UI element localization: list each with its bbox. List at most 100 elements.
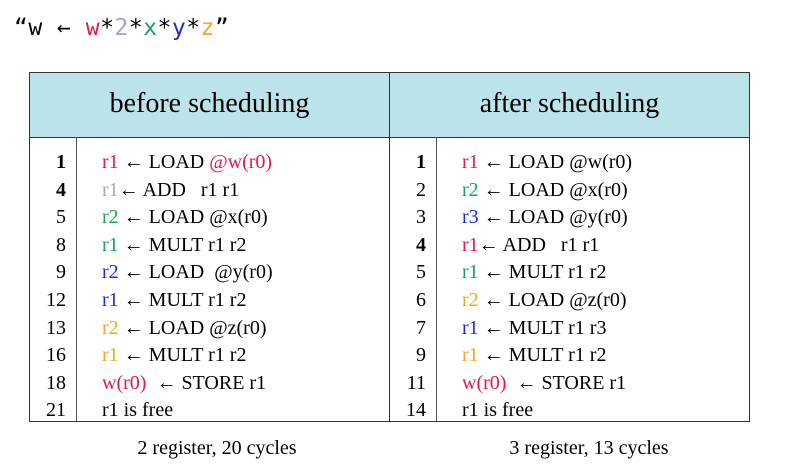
instruction-part: ← MULT r1 r2 [478,344,607,367]
expression-part: z [200,15,215,41]
instruction: r1 ← MULT r1 r3 [462,315,606,343]
expression-part: w [85,15,101,41]
instruction-part: ← LOAD @x(r0) [478,178,628,201]
instruction: r1← ADD r1 r1 [462,232,599,260]
expression-part: * [186,15,201,41]
instruction: r1 ← LOAD @w(r0) [102,149,272,177]
cycle-number: 12 [46,289,66,311]
instruction-part: r1 [462,151,479,173]
expression-part: * [157,15,172,41]
instruction: r1 ← MULT r1 r2 [102,232,246,260]
instruction-part: r2 [102,261,119,284]
instruction-part: ← STORE r1 [506,371,627,394]
expression-part: * [128,15,144,41]
table-row: 5 r1 ← MULT r1 r2 [390,259,748,287]
table-row: 16 r1 ← MULT r1 r2 [30,342,388,370]
cycle-number: 3 [416,206,426,229]
cycle-number: 1 [56,151,66,173]
instruction-part: r1 [462,344,479,367]
cycle-number: 4 [56,178,66,201]
cycle-number: 9 [416,344,426,367]
instruction: r1 ← MULT r1 r2 [102,342,246,370]
instruction: r1← ADD r1 r1 [102,177,239,205]
cycle-number: 14 [406,399,426,422]
column-divider [389,73,390,421]
instruction: w(r0) ← STORE r1 [462,370,626,398]
instruction-part: ← LOAD @w(r0) [478,151,633,173]
instruction-part: r1 [102,151,119,173]
instruction: r1 ← MULT r1 r2 [462,259,606,287]
header-after: after scheduling [479,88,660,119]
expression-part: ” [214,15,230,41]
instruction: r1 is free [102,397,173,425]
table-row: 14 r1 is free [390,397,748,425]
instruction-part: ← STORE r1 [146,371,267,394]
instruction-part: r1 [462,316,479,339]
cycle-number: 7 [416,316,426,339]
instruction-part: r1 is free [102,399,174,422]
instruction-part: ← LOAD [118,151,210,173]
instruction-part: w(r0) [462,371,507,394]
instruction-part: ← LOAD @y(r0) [478,206,628,229]
table-row: 3 r3 ← LOAD @y(r0) [390,204,748,232]
cycle-number: 21 [46,399,66,422]
instruction-part: ← LOAD @y(r0) [118,261,273,284]
instruction-part: r2 [102,316,119,339]
table-row: 1 r1 ← LOAD @w(r0) [30,149,388,177]
cycle-number: 11 [406,371,426,394]
instruction-part: r1 [102,233,119,256]
instruction-part: r2 [462,178,479,201]
table-row: 13 r2 ← LOAD @z(r0) [30,315,388,343]
instruction-part: @w(r0) [209,151,273,173]
footer-before: 2 register, 20 cycles [137,437,297,459]
table-row: 2 r2 ← LOAD @x(r0) [390,177,748,205]
instruction-part: r2 [102,206,119,229]
table-row: 9 r1 ← MULT r1 r2 [390,342,748,370]
instruction-part: ← ADD r1 r1 [478,233,600,256]
instruction: w(r0) ← STORE r1 [102,370,266,398]
instruction: r1 ← MULT r1 r2 [462,342,606,370]
table-row: 1 r1 ← LOAD @w(r0) [390,149,748,177]
table-row: 6 r2 ← LOAD @z(r0) [390,287,748,315]
instruction-part: r1 is free [462,399,534,422]
instruction-part: ← MULT r1 r3 [478,316,607,339]
instruction: r2 ← LOAD @z(r0) [462,287,627,315]
cycle-number: 9 [56,261,66,284]
expression-title: “w ← w*2*x*y*z” [14,15,229,41]
expression-part: 2 [114,15,129,41]
instruction: r3 ← LOAD @y(r0) [462,204,628,232]
cycle-number: 13 [46,316,66,339]
instruction: r1 is free [462,397,533,425]
instruction-part: ← LOAD @z(r0) [118,316,267,339]
table-row: 21 r1 is free [30,397,388,425]
cycle-number: 16 [46,344,66,367]
table-row: 4 r1← ADD r1 r1 [30,177,388,205]
footer-after: 3 register, 13 cycles [509,437,669,459]
cycle-number: 18 [46,371,66,394]
instruction-part: ← LOAD @x(r0) [118,206,268,229]
table-row: 18 w(r0) ← STORE r1 [30,370,388,398]
instruction-part: r1 [102,289,119,311]
cycle-divider-before [76,137,77,421]
cycle-number: 5 [56,206,66,229]
cycle-number: 6 [416,289,426,311]
instruction-part: r2 [462,289,479,311]
instruction-part: w(r0) [102,371,147,394]
cycle-number: 2 [416,178,426,201]
expression-part: “w ← [14,15,86,41]
table-row: 9 r2 ← LOAD @y(r0) [30,259,388,287]
header-before: before scheduling [109,88,310,119]
instruction-part: r1 [462,261,479,284]
instruction-part: r3 [462,206,479,229]
instruction: r2 ← LOAD @z(r0) [102,315,267,343]
cycle-number: 5 [416,261,426,284]
instruction-part: r1 [102,344,119,367]
instruction: r1 ← LOAD @w(r0) [462,149,632,177]
schedule-table: before scheduling after scheduling 1 r1 ←… [29,72,750,422]
instruction-part: ← MULT r1 r2 [118,344,247,367]
table-row: 11 w(r0) ← STORE r1 [390,370,748,398]
cycle-number: 1 [416,151,426,173]
expression-part: y [171,15,187,41]
instruction: r2 ← LOAD @x(r0) [462,177,628,205]
